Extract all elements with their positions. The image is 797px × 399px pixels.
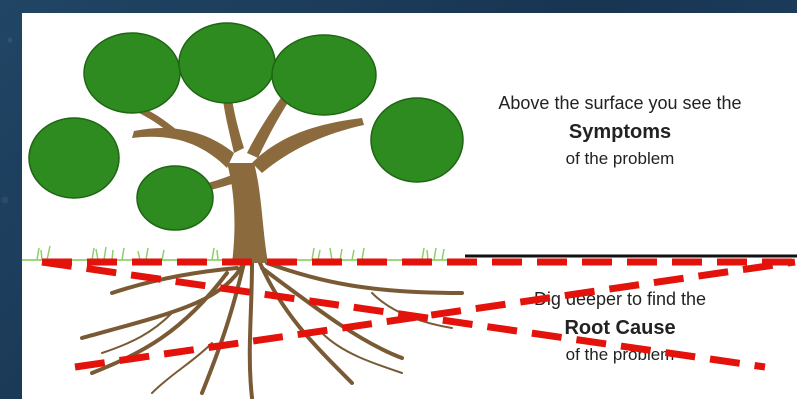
roots	[82, 263, 462, 398]
root-cause-heading: Root Cause	[470, 313, 770, 343]
symptoms-intro: Above the surface you see the	[470, 91, 770, 115]
diagram-card: Above the surface you see the Symptoms o…	[22, 13, 797, 399]
symptoms-suffix: of the problem	[470, 147, 770, 171]
symptoms-text: Above the surface you see the Symptoms o…	[470, 91, 770, 171]
root-cause-suffix: of the problem	[470, 343, 770, 367]
root-cause-intro: Dig deeper to find the	[470, 287, 770, 311]
root-cause-text: Dig deeper to find the Root Cause of the…	[470, 287, 770, 367]
symptoms-heading: Symptoms	[470, 117, 770, 147]
